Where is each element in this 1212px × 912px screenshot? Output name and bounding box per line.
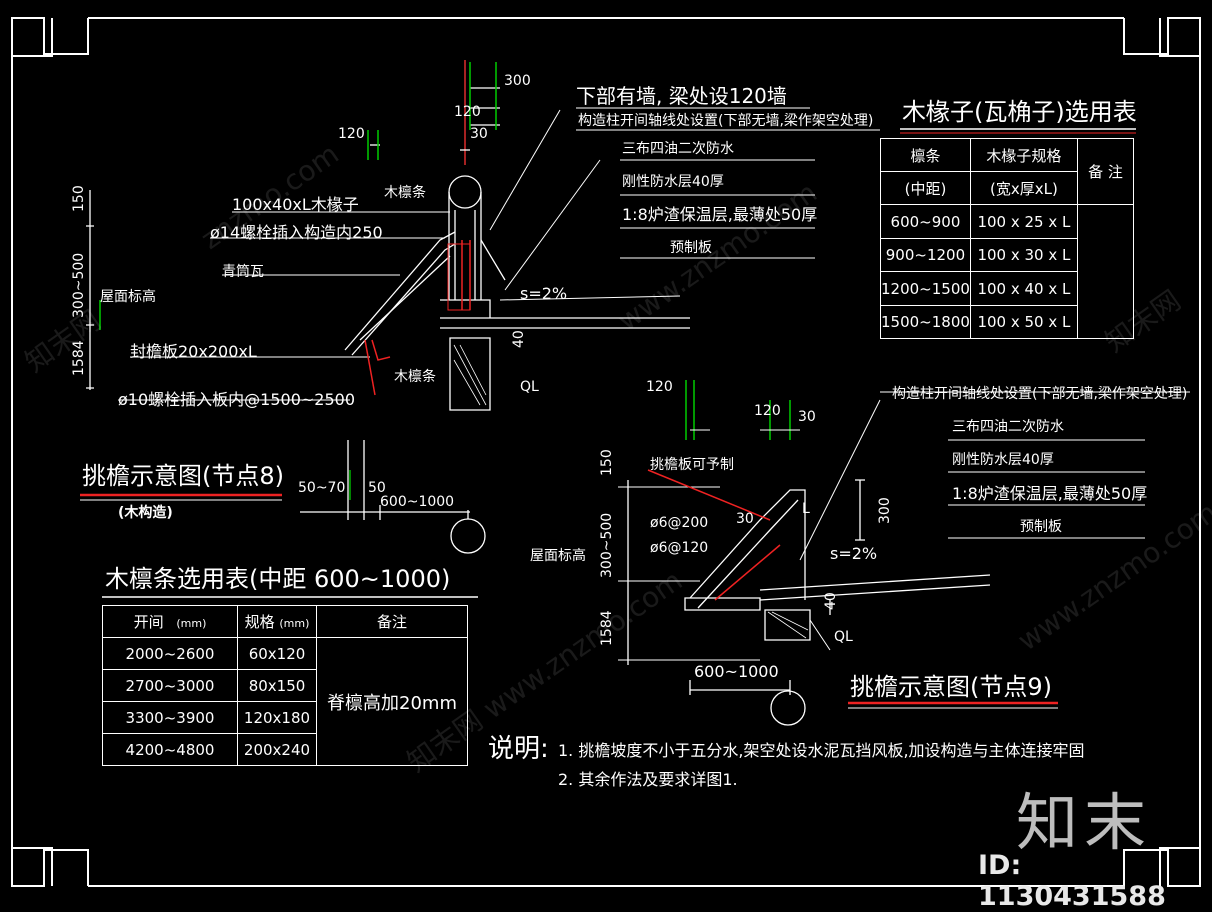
purlin-table-note: 脊檩高加20mm [316,637,468,766]
node8-dim-300-500: 300~500 [71,252,87,318]
table-row: 4200~4800 [102,733,238,766]
node9-column-note: 构造柱开间轴线处设置(下部无墙,梁作架空处理) [892,386,1188,402]
table-row: 2000~2600 [102,637,238,670]
rafter-table-header-purlin: 檩条 [880,138,971,172]
purlin-table-header-spec-label: 规格 [244,613,275,631]
notes-label: 说明: [488,734,549,764]
node9-dim-300: 300 [877,497,893,524]
rafter-table-note-cell [1076,204,1135,339]
node9-layer1: 三布四油二次防水 [952,419,1064,435]
image-id: ID: 1130431588 [978,850,1166,912]
node9-l: L [802,501,810,517]
node9-board: 挑檐板可予制 [650,457,734,473]
rafter-table-header-spec-unit: (宽x厚xL) [969,171,1078,205]
node8-subtitle: (木构造) [118,505,173,521]
table-row: 100 x 50 x L [969,305,1078,339]
node9-dim-30: 30 [798,409,816,425]
table-row: 80x150 [237,669,317,702]
purlin-table-title: 木檩条选用表(中距 600~1000) [105,565,451,593]
rafter-table: 檩条 木椽子规格 备 注 (中距) (宽x厚xL) 600~900 100 x … [880,138,1135,339]
table-row: 60x120 [237,637,317,670]
node9-dim-120b: 120 [754,403,781,419]
node9-dim-1584: 1584 [599,610,615,646]
node8-purlin-top: 木檩条 [384,185,426,201]
node9-dim-150: 150 [599,449,615,476]
notes-item-2: 2. 其余作法及要求详图1. [558,770,738,789]
node8-column-note: 构造柱开间轴线处设置(下部无墙,梁作架空处理) [578,113,874,129]
node8-dim-150: 150 [71,185,87,212]
purlin-table-header-spec: 规格 (mm) [237,605,317,638]
table-row: 2700~3000 [102,669,238,702]
node8-dim-120b: 120 [338,126,365,142]
node8-section [86,60,880,554]
node9-title: 挑檐示意图(节点9) [850,673,1052,701]
table-row: 1500~1800 [880,305,971,339]
node8-wall-note: 下部有墙, 梁处设120墙 [576,84,787,108]
node8-bolt10: ø10螺栓插入板内@1500~2500 [118,390,355,409]
table-row: 900~1200 [880,238,971,272]
node8-dim-30: 30 [470,126,488,142]
node9-section [618,391,1190,726]
purlin-table-header-spec-unit: (mm) [279,617,310,630]
table-row: 120x180 [237,701,317,734]
node8-purlin-bottom: 木檩条 [394,369,436,385]
purlin-table-header-span-label: 开间 [133,613,164,631]
node8-slope: s=2% [520,284,568,303]
node8-dim-120a: 120 [454,104,481,120]
node8-fascia: 封檐板20x200xL [130,342,257,361]
table-row: 100 x 25 x L [969,204,1078,239]
node9-slope: s=2% [830,544,878,563]
node8-layer1: 三布四油二次防水 [622,141,734,157]
table-row: 3300~3900 [102,701,238,734]
node9-rebar2: ø6@120 [650,540,709,556]
rafter-table-header-spec: 木椽子规格 [969,138,1078,172]
node9-dim-300-500: 300~500 [599,512,615,578]
frame-border [11,17,1201,887]
node9-dim-30b: 30 [736,511,754,527]
rafter-table-title: 木椽子(瓦桷子)选用表 [902,98,1137,126]
node9-ql: QL [834,629,853,645]
node8-layer3: 1:8炉渣保温层,最薄处50厚 [622,205,818,224]
node8-dim-50: 50 [368,480,386,496]
node8-dim-40: 40 [511,330,527,348]
purlin-table-header-span: 开间 (mm) [102,605,238,638]
node9-roof-level: 屋面标高 [530,548,586,564]
node9-layer2: 刚性防水层40厚 [952,452,1054,468]
node8-dim-1584: 1584 [71,340,87,376]
node8-layer2: 刚性防水层40厚 [622,174,724,190]
node8-dim-50-70: 50~70 [298,480,346,496]
node8-title: 挑檐示意图(节点8) [82,462,284,490]
table-row: 100 x 30 x L [969,238,1078,272]
node8-rafter: 100x40xL木椽子 [232,195,359,214]
node9-dim-600-1000: 600~1000 [694,662,779,681]
rafter-table-header-spacing: (中距) [880,171,971,205]
node9-rebar1: ø6@200 [650,515,709,531]
table-row: 100 x 40 x L [969,271,1078,306]
node9-dim-40: 40 [823,592,839,610]
purlin-table-header-span-unit: (mm) [176,617,207,630]
table-row: 200x240 [237,733,317,766]
table-row: 600~900 [880,204,971,239]
table-row: 1200~1500 [880,271,971,306]
purlin-table-header-note: 备注 [316,605,468,638]
notes-item-1: 1. 挑檐坡度不小于五分水,架空处设水泥瓦挡风板,加设构造与主体连接牢固 [558,741,1085,760]
node8-bolt14: ø14螺栓插入构造内250 [210,223,383,242]
node8-ql: QL [520,379,539,395]
node9-layer3: 1:8炉渣保温层,最薄处50厚 [952,484,1148,503]
node9-layer4: 预制板 [1020,519,1062,535]
node8-roof-level: 屋面标高 [100,289,156,305]
purlin-table: 开间 (mm) 规格 (mm) 备注 2000~2600 60x120 脊檩高加… [102,605,468,766]
node8-layer4: 预制板 [670,240,712,256]
node8-dim-600-1000: 600~1000 [380,494,455,510]
node8-dim-300: 300 [504,73,531,89]
rafter-table-header-note: 备 注 [1076,138,1135,205]
node9-dim-120a: 120 [646,379,673,395]
brand-logo: 知末 [1016,786,1153,859]
node8-tile: 青筒瓦 [222,264,264,280]
